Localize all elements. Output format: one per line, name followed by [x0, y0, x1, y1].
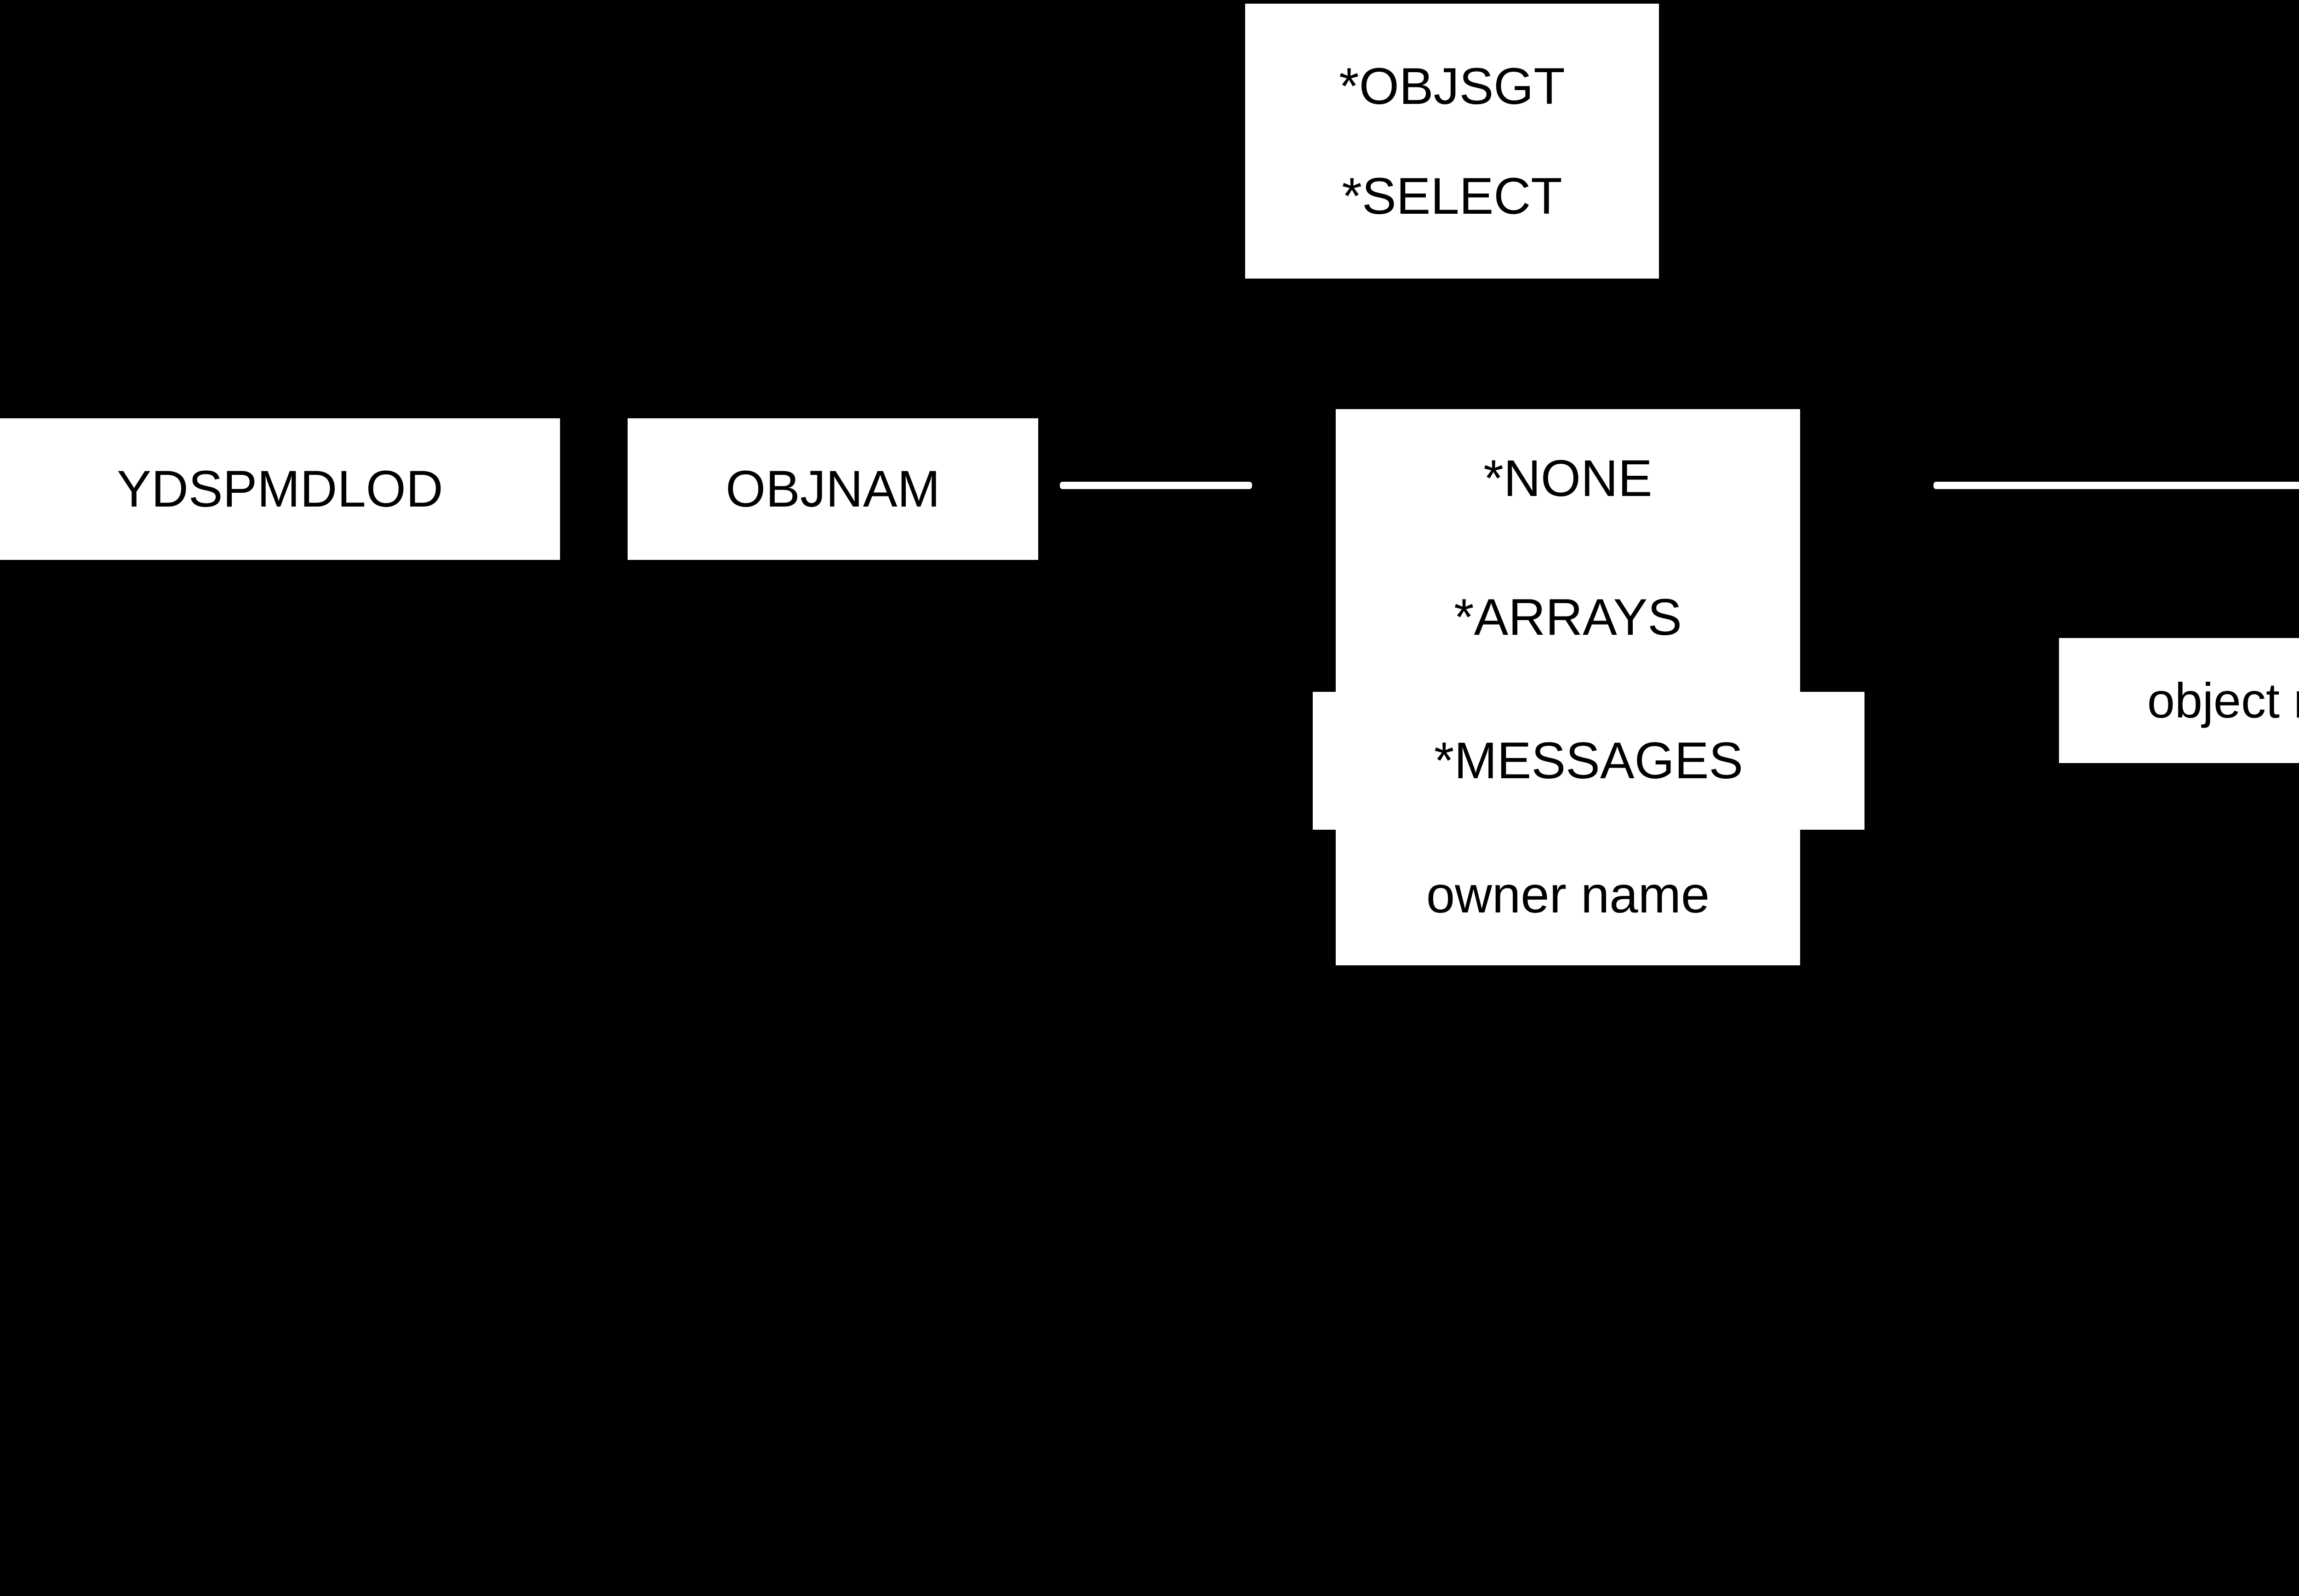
- parameter-keyword-box-objnam: OBJNAM: [628, 418, 1038, 560]
- option-messages: *MESSAGES: [1434, 732, 1744, 789]
- main-horizontal-rail: [1933, 482, 2299, 489]
- parameter-keyword-label: OBJNAM: [726, 460, 940, 518]
- option-owner-name: owner name: [1426, 866, 1710, 923]
- objnam-to-options-line: [1060, 482, 1252, 489]
- option-objsgt: *OBJSGT: [1339, 57, 1565, 115]
- option-select: *SELECT: [1342, 167, 1562, 225]
- object-name-label: object name: [2147, 673, 2299, 728]
- option-none: *NONE: [1483, 450, 1653, 507]
- objsgt-option-box: *OBJSGT *SELECT: [1245, 4, 1659, 279]
- object-name-box: object name: [2059, 638, 2299, 763]
- option-messages-box: *MESSAGES: [1313, 692, 1864, 830]
- command-name-label: YDSPMDLOD: [117, 460, 443, 518]
- objnam-value-option-box: *NONE *ARRAYS *MESSAGES owner name: [1336, 409, 1800, 965]
- command-name-box: YDSPMDLOD: [0, 418, 560, 560]
- option-arrays: *ARRAYS: [1454, 588, 1682, 646]
